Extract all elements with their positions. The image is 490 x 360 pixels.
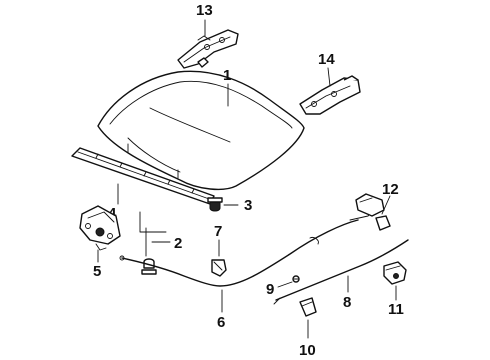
callout-2: 2: [174, 235, 182, 252]
cable-clip: [211, 259, 227, 277]
callout-14: 14: [318, 51, 335, 68]
callout-7: 7: [214, 223, 222, 240]
prop-rod-holder: [299, 297, 317, 317]
hinge-left: [177, 29, 239, 69]
callout-13: 13: [196, 2, 213, 19]
hood-prop-rod: [273, 239, 409, 305]
leader-2: [139, 211, 171, 257]
prop-rod-bracket: [383, 261, 407, 285]
callout-1: 1: [223, 67, 231, 84]
callout-9: 9: [266, 281, 274, 298]
callout-3: 3: [244, 197, 252, 214]
release-cable: [119, 211, 373, 287]
leader-9: [277, 281, 293, 288]
callout-8: 8: [343, 294, 351, 311]
callout-10: 10: [299, 342, 316, 359]
hinge-right: [299, 75, 361, 115]
leader-12: [381, 195, 391, 215]
release-handle: [355, 193, 391, 231]
callout-6: 6: [217, 314, 225, 331]
callout-12: 12: [382, 181, 399, 198]
hood-latch: [79, 205, 121, 251]
hood-panel: [97, 70, 305, 191]
callout-5: 5: [93, 263, 101, 280]
stopper: [207, 197, 223, 212]
bumper-stopper: [141, 258, 157, 275]
leader-14: [327, 67, 331, 87]
hood-seal-strip: [71, 147, 215, 205]
bolt: [292, 275, 300, 283]
callout-11: 11: [388, 301, 404, 318]
